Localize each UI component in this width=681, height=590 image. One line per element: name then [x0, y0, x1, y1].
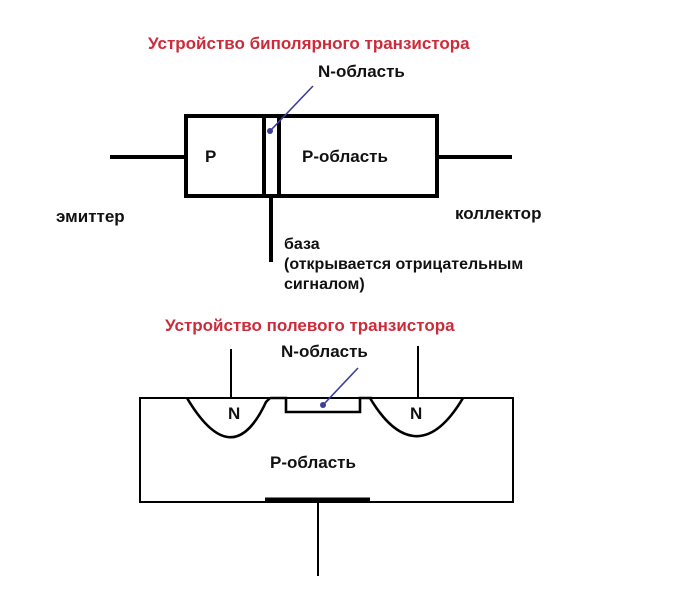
bipolar-title: Устройство биполярного транзистора [148, 34, 470, 53]
bipolar-transistor [110, 85, 512, 262]
fet-p-region-label: P-область [270, 453, 356, 472]
base-label-line-1: база [284, 236, 320, 253]
emitter-label: эмиттер [56, 207, 125, 226]
bipolar-n-region-label: N-область [318, 62, 405, 81]
fet-n-channel [270, 396, 372, 414]
field-effect-transistor [139, 346, 514, 576]
fet-n-pointer-dot [320, 402, 326, 408]
base-label-line-3: сигналом) [284, 276, 365, 293]
fet-n-right-label: N [410, 404, 423, 423]
fet-n-well-right [368, 397, 465, 438]
bipolar-p-left-label: P [205, 147, 217, 166]
bipolar-n-pointer [270, 85, 314, 131]
fet-n-left-label: N [228, 404, 241, 423]
fet-n-well-left [185, 397, 271, 439]
fet-n-pointer [323, 367, 359, 405]
bipolar-n-pointer-dot [267, 128, 273, 134]
bipolar-p-right-label: P-область [302, 147, 388, 166]
fet-n-region-label: N-область [281, 342, 368, 361]
collector-label: коллектор [455, 204, 542, 223]
base-label-line-2: (открывается отрицательным [284, 256, 524, 273]
fet-title: Устройство полевого транзистора [165, 316, 455, 335]
